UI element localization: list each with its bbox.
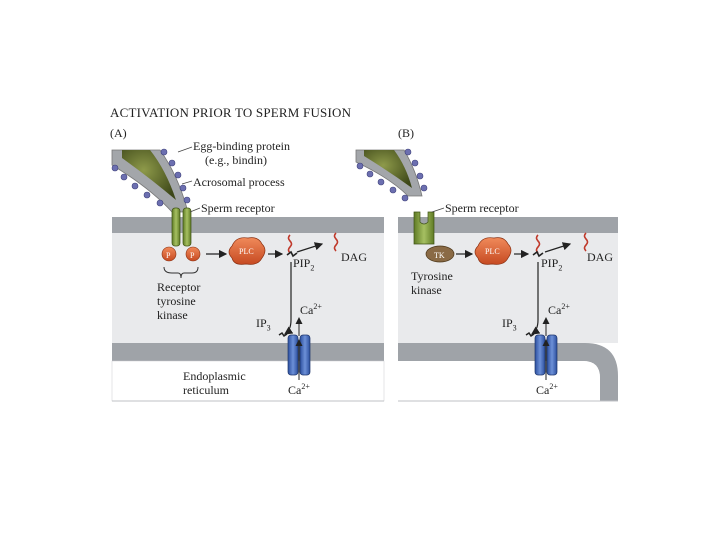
panel-a-ip3-label: IP3: [256, 316, 271, 333]
reticulum-label: reticulum: [183, 383, 229, 397]
egg-binding-example-label: (e.g., bindin): [205, 153, 267, 167]
panel-a-sperm-receptor: [171, 207, 192, 247]
panel-b-label: (B): [398, 126, 414, 140]
panel-a-plc-label: PLC: [239, 247, 254, 256]
panel-b-tk-label: TK: [434, 251, 445, 260]
panel-a-phosphate-left: [161, 246, 177, 262]
panel-b-ca-top-label: Ca2+: [548, 302, 570, 317]
panel-a-bindin-dots: [111, 148, 191, 207]
figure-title: ACTIVATION PRIOR TO SPERM FUSION: [110, 105, 352, 120]
panel-a-dag-label: DAG: [341, 250, 367, 264]
panel-b: [355, 148, 618, 402]
panel-b-plc-shape: [474, 237, 512, 265]
panel-b-er-lumen: [398, 361, 600, 401]
panel-b-sperm-receptor-label: Sperm receptor: [445, 201, 519, 215]
tyrosine-label: tyrosine: [157, 294, 196, 308]
acrosomal-process-label: Acrosomal process: [193, 175, 285, 189]
tyrosine-kinase-line2: kinase: [411, 283, 442, 297]
receptor-label: Receptor: [157, 280, 201, 294]
tyrosine-kinase-line1: Tyrosine: [411, 269, 453, 283]
phosphate-left-label: P: [166, 251, 171, 260]
panel-a-label: (A): [110, 126, 127, 140]
panel-a-er-membrane: [112, 343, 384, 361]
panel-a-plasma-membrane: [112, 217, 384, 233]
panel-a-plc-shape: [228, 237, 266, 265]
panel-b-acrosomal-process: [355, 149, 423, 197]
panel-a-calcium-channel: [287, 334, 311, 376]
panel-a-sperm-receptor-label: Sperm receptor: [201, 201, 275, 215]
phosphate-right-label: P: [190, 251, 195, 260]
kinase-label: kinase: [157, 308, 188, 322]
egg-binding-protein-label: Egg-binding protein: [193, 139, 290, 153]
panel-b-er-membrane: [398, 343, 618, 401]
panel-a-er-lumen: [111, 360, 385, 402]
panel-a-ca-top-label: Ca2+: [300, 302, 322, 317]
panel-b-tk-shape: [425, 245, 455, 263]
panel-b-ip3-label: IP3: [502, 316, 517, 333]
panel-b-sperm-receptor: [413, 211, 435, 245]
panel-a-pip2-label: PIP2: [293, 256, 315, 273]
panel-a: [111, 148, 385, 402]
panel-b-plasma-membrane: [398, 217, 618, 233]
panel-b-calcium-channel: [534, 334, 558, 376]
endoplasmic-label: Endoplasmic: [183, 369, 246, 383]
panel-b-dag-label: DAG: [587, 250, 613, 264]
panel-a-ca-bottom-label: Ca2+: [288, 382, 310, 397]
panel-b-pip2-label: PIP2: [541, 256, 563, 273]
panel-b-bindin-dots: [356, 148, 428, 202]
panel-b-plc-label: PLC: [485, 247, 500, 256]
panel-a-phosphate-right: [185, 246, 201, 262]
panel-b-ca-bottom-label: Ca2+: [536, 382, 558, 397]
